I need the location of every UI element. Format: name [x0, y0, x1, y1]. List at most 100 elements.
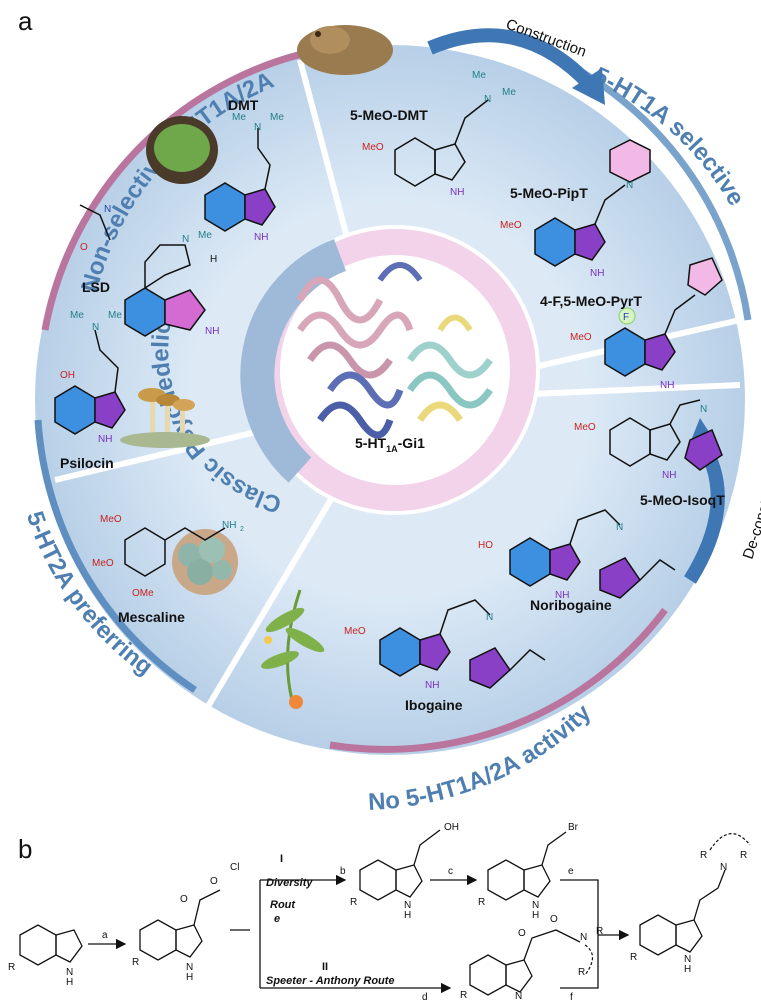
center-label: 5-HT1A-Gi1: [355, 435, 425, 454]
svg-text:Me: Me: [472, 70, 486, 81]
scheme-product: N R R R N H: [630, 833, 751, 975]
psilocin-molecule: N Me Me OH NH: [54, 310, 126, 445]
svg-text:N: N: [182, 234, 189, 245]
scheme-indole-start: R N H: [8, 924, 83, 988]
pyrt-molecule: F MeO NH: [570, 257, 723, 391]
ibogaine-label: Ibogaine: [405, 697, 463, 713]
psilocin-label: Psilocin: [60, 455, 114, 471]
deconstruction-label: De-construction: [740, 456, 761, 561]
svg-text:MeO: MeO: [92, 558, 114, 569]
svg-text:N: N: [254, 122, 261, 133]
lsd-molecule: O N N Me H NH: [79, 204, 219, 337]
svg-text:N: N: [700, 404, 707, 415]
svg-text:O: O: [80, 242, 88, 253]
svg-text:H: H: [404, 910, 411, 921]
mescaline-label: Mescaline: [118, 609, 185, 625]
svg-text:R: R: [578, 967, 585, 978]
svg-text:F: F: [623, 312, 629, 323]
svg-text:R: R: [478, 897, 485, 908]
svg-text:N: N: [484, 94, 491, 105]
svg-text:R: R: [740, 850, 747, 861]
svg-text:R: R: [596, 926, 603, 937]
step-c-label: c: [448, 866, 453, 877]
svg-text:NH: NH: [662, 470, 676, 481]
ibogaine-molecule: N MeO NH: [344, 599, 546, 691]
svg-text:R: R: [8, 962, 15, 973]
nonselective-arc: [41, 44, 331, 331]
svg-text:O: O: [180, 894, 188, 905]
svg-text:N: N: [486, 612, 493, 623]
svg-text:R: R: [132, 957, 139, 968]
svg-text:NH: NH: [222, 520, 236, 531]
protein-structure: [296, 262, 493, 439]
noactivity-arc: [329, 607, 668, 753]
route1-name-b: Rout: [270, 899, 296, 911]
svg-text:NH: NH: [555, 590, 569, 601]
step-f-label: f: [570, 992, 573, 1000]
mescaline-molecule: NH 2 MeO MeO OMe: [92, 514, 244, 599]
svg-text:OH: OH: [444, 822, 459, 833]
svg-text:MeO: MeO: [500, 220, 522, 231]
svg-text:O: O: [550, 914, 558, 925]
route2-num: II: [322, 961, 328, 973]
svg-text:Me: Me: [198, 230, 212, 241]
svg-text:N: N: [186, 962, 193, 973]
isoqt-molecule: N MeO NH: [574, 399, 723, 481]
piptt-molecule: N MeO NH: [500, 139, 651, 279]
cactus-image: [172, 529, 238, 595]
route1-name-a: Diversity: [266, 877, 313, 889]
svg-text:Cl: Cl: [230, 862, 239, 873]
svg-text:O: O: [210, 876, 218, 887]
svg-text:MeO: MeO: [574, 422, 596, 433]
svg-text:N: N: [532, 900, 539, 911]
svg-text:Me: Me: [232, 112, 246, 123]
svg-text:Me: Me: [502, 87, 516, 98]
svg-text:Br: Br: [568, 822, 579, 833]
dmt-molecule: N Me Me NH: [204, 112, 284, 243]
scheme-tryptophol: OH R N H: [350, 822, 459, 921]
svg-text:NH: NH: [450, 187, 464, 198]
svg-text:H: H: [532, 910, 539, 921]
svg-text:R: R: [460, 990, 467, 1000]
svg-text:R: R: [630, 952, 637, 963]
svg-text:R: R: [350, 897, 357, 908]
svg-text:N: N: [404, 900, 411, 911]
svg-text:NH: NH: [205, 326, 219, 337]
meo-dmt-label: 5-MeO-DMT: [350, 107, 428, 123]
svg-text:Me: Me: [108, 310, 122, 321]
svg-text:N: N: [92, 322, 99, 333]
panel-b-label: b: [18, 834, 32, 864]
svg-text:N: N: [626, 180, 633, 191]
svg-text:NH: NH: [98, 434, 112, 445]
svg-text:NH: NH: [254, 232, 268, 243]
svg-text:MeO: MeO: [570, 332, 592, 343]
isoqt-label: 5-MeO-IsoqT: [640, 492, 725, 508]
svg-text:H: H: [684, 964, 691, 975]
lsd-label: LSD: [82, 279, 110, 295]
svg-text:N: N: [66, 967, 73, 978]
svg-text:O: O: [518, 928, 526, 939]
scheme-bromide: Br R N H: [478, 822, 579, 921]
svg-text:N: N: [684, 954, 691, 965]
preferring-arc: [34, 419, 197, 693]
svg-text:N: N: [720, 862, 727, 873]
svg-text:HO: HO: [478, 540, 493, 551]
svg-text:N: N: [515, 991, 522, 1000]
svg-text:NH: NH: [590, 268, 604, 279]
route1-num: I: [280, 853, 283, 865]
route1-name-c: e: [274, 913, 280, 925]
mushroom-image: [120, 388, 210, 448]
step-a-label: a: [102, 930, 108, 941]
scheme-glyoxylyl-chloride: O O Cl R N H: [132, 862, 239, 983]
pyrt-label: 4-F,5-MeO-PyrT: [540, 293, 642, 309]
svg-text:H: H: [210, 254, 217, 265]
toad-image: [297, 25, 393, 75]
panel-a-label: a: [18, 6, 33, 36]
svg-text:H: H: [66, 977, 73, 988]
route2-name: Speeter - Anthony Route: [266, 975, 395, 987]
noribogaine-label: Noribogaine: [530, 597, 612, 613]
svg-text:N: N: [580, 932, 587, 943]
svg-text:N: N: [104, 204, 111, 215]
svg-text:NH: NH: [425, 680, 439, 691]
